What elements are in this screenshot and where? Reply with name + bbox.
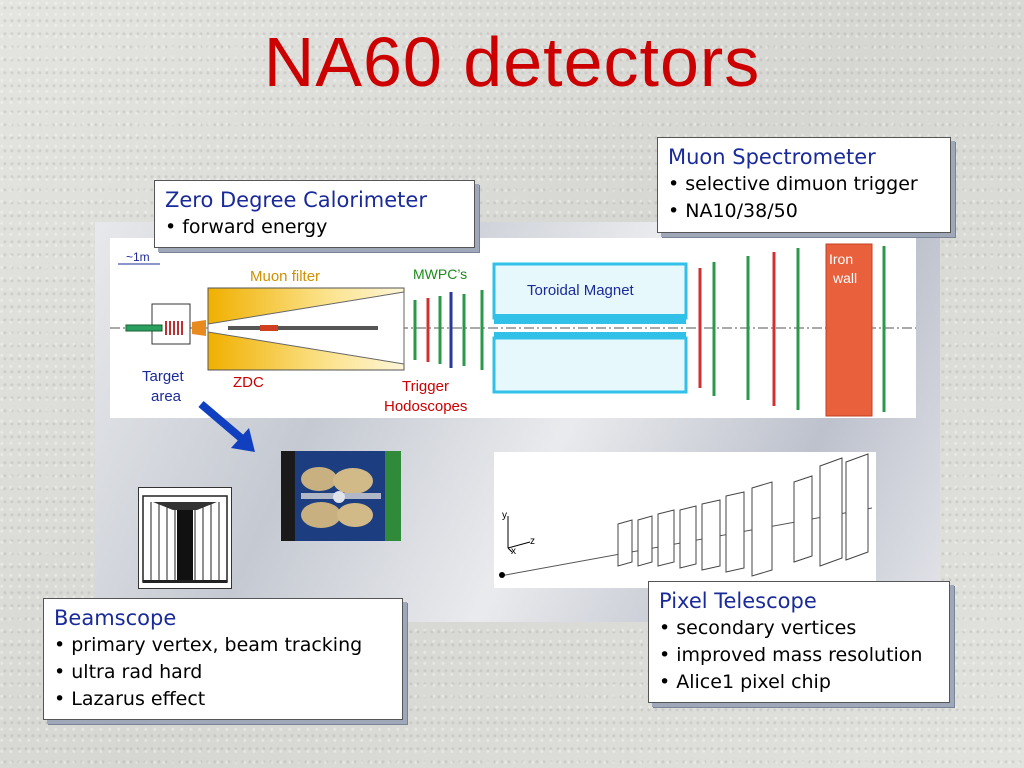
muon-box-heading: Muon Spectrometer: [668, 145, 876, 169]
pixel-box-heading: Pixel Telescope: [659, 589, 817, 613]
muon-filter-label: Muon filter: [250, 268, 321, 285]
muon-box-item: • NA10/38/50: [668, 200, 798, 222]
trigger-label-2: Hodoscopes: [384, 398, 468, 415]
tracking-planes-downstream: [698, 246, 886, 412]
axis-glyph: [507, 516, 531, 553]
zdc-block: [192, 320, 206, 336]
beamscope-box: Beamscope • primary vertex, beam trackin…: [43, 598, 403, 720]
pixel-box-item: • improved mass resolution: [659, 644, 923, 666]
zero-degree-calorimeter-box: Zero Degree Calorimeter • forward energy: [154, 180, 475, 248]
pixel-box-item: • secondary vertices: [659, 617, 857, 639]
zdc-box-item: • forward energy: [165, 216, 328, 238]
toroidal-magnet-lower: [492, 336, 688, 394]
iron-wall-label-2: wall: [833, 270, 858, 286]
beamscope-box-heading: Beamscope: [54, 606, 177, 630]
beamscope-art: [142, 495, 228, 583]
beamscope-image: [138, 487, 232, 589]
zdc-photo-art: [281, 451, 401, 541]
beamscope-box-item: • primary vertex, beam tracking: [54, 634, 363, 656]
toroidal-magnet-upper: [492, 262, 688, 320]
pixel-telescope-box: Pixel Telescope • secondary vertices • i…: [648, 581, 950, 703]
target-point: [499, 572, 505, 578]
pixel-planes: [617, 453, 869, 577]
toroidal-magnet-label: Toroidal Magnet: [527, 282, 634, 299]
zdc-photo: [281, 451, 401, 541]
target-discs: [165, 321, 183, 335]
toroidal-magnet-core-upper: [494, 314, 686, 324]
pixel-box-item: • Alice1 pixel chip: [659, 671, 831, 693]
target-area-label-1: Target: [142, 368, 184, 385]
beamscope-box-item: • Lazarus effect: [54, 688, 206, 710]
absorber-core: [260, 325, 278, 331]
iron-wall-label-1: Iron: [829, 251, 854, 267]
pointer-arrow-icon: [198, 400, 255, 452]
pixel-telescope-diagram: [499, 453, 873, 578]
beamscope-element: [125, 324, 163, 332]
zdc-box-heading: Zero Degree Calorimeter: [165, 188, 427, 212]
muon-spectrometer-box: Muon Spectrometer • selective dimuon tri…: [657, 137, 951, 233]
scale-label: ~1m: [126, 250, 150, 264]
axis-z-label: z: [530, 536, 535, 547]
trigger-label-1: Trigger: [402, 378, 449, 395]
detector-schematic: [110, 243, 916, 417]
page-title: NA60 detectors: [263, 23, 761, 101]
pixel-telescope-panel: [494, 452, 876, 588]
zdc-label: ZDC: [233, 374, 264, 391]
mwpc-label: MWPC’s: [413, 266, 468, 282]
detector-schematic-panel: [110, 238, 916, 418]
beam-dump: [228, 326, 378, 330]
beamscope-box-item: • ultra rad hard: [54, 661, 203, 683]
axis-x-label: x: [511, 546, 516, 557]
axis-y-label: y: [502, 510, 507, 521]
muon-box-item: • selective dimuon trigger: [668, 173, 918, 195]
iron-wall: [825, 243, 873, 417]
tracking-planes-upstream: [413, 290, 484, 370]
target-area-label-2: area: [151, 388, 182, 405]
